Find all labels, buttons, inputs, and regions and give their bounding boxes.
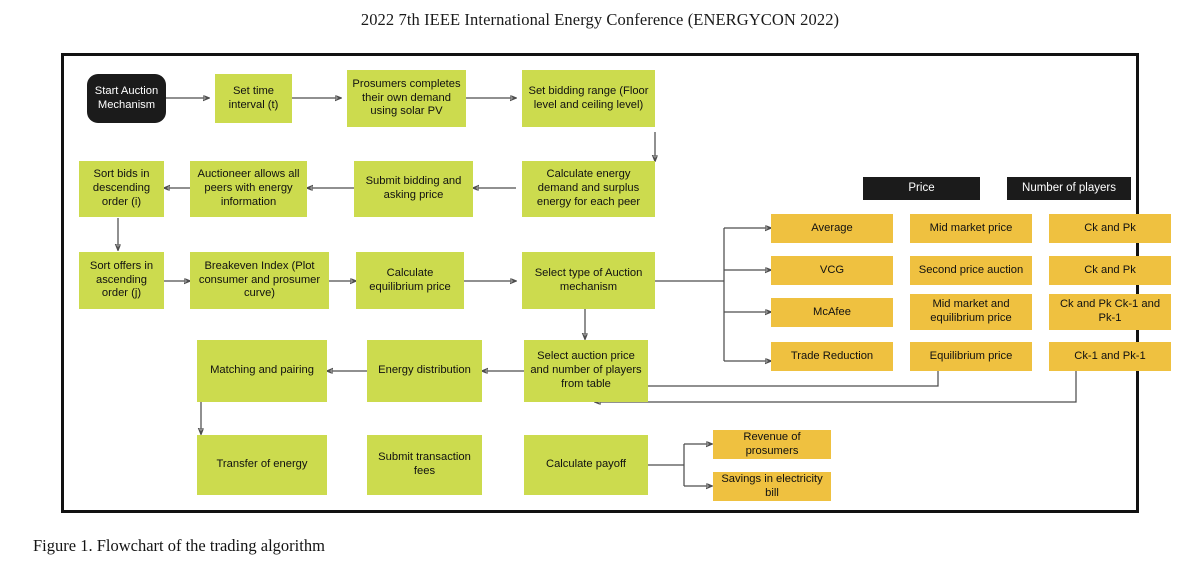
table-cell-price-2[interactable]: Mid market and equilibrium price: [910, 294, 1032, 330]
table-cell-label: Mid market and equilibrium price: [930, 298, 1012, 324]
node-sort-offers-ascending[interactable]: Sort offers in ascending order (j): [79, 252, 164, 309]
table-cell-price-1[interactable]: Second price auction: [910, 256, 1032, 285]
node-label: Submit transaction fees: [378, 451, 471, 477]
node-energy-distribution[interactable]: Energy distribution: [367, 340, 482, 402]
node-label: Auctioneer allows all peers with energy …: [197, 168, 300, 208]
table-cell-label: Ck-1 and Pk-1: [1074, 349, 1146, 362]
table-cell-players-0[interactable]: Ck and Pk: [1049, 214, 1171, 243]
node-label: Revenue of prosumers: [743, 430, 801, 457]
node-prosumers-complete-demand[interactable]: Prosumers completes their own demand usi…: [347, 70, 466, 127]
node-sort-bids-descending[interactable]: Sort bids in descending order (i): [79, 161, 164, 217]
node-savings-in-electricity-bill[interactable]: Savings in electricity bill: [713, 472, 831, 501]
table-cell-price-0[interactable]: Mid market price: [910, 214, 1032, 243]
table-cell-mechanism-3[interactable]: Trade Reduction: [771, 342, 893, 371]
node-label: Energy distribution: [378, 364, 471, 377]
node-label: Breakeven Index (Plot consumer and prosu…: [198, 259, 321, 300]
node-label: Set time interval (t): [228, 84, 279, 111]
node-set-time-interval[interactable]: Set time interval (t): [215, 74, 292, 123]
table-header-number-of-players: Number of players: [1007, 177, 1131, 200]
node-label: Savings in electricity bill: [721, 472, 823, 499]
node-label: Set bidding range (Floor level and ceili…: [528, 84, 649, 111]
table-header-label: Price: [908, 182, 935, 195]
node-label: Calculate equilibrium price: [369, 266, 451, 293]
node-label: Select type of Auction mechanism: [534, 266, 643, 293]
node-calculate-energy-demand[interactable]: Calculate energy demand and surplus ener…: [522, 161, 655, 217]
node-breakeven-index[interactable]: Breakeven Index (Plot consumer and prosu…: [190, 252, 329, 309]
node-select-auction-price[interactable]: Select auction price and number of playe…: [524, 340, 648, 402]
table-cell-players-1[interactable]: Ck and Pk: [1049, 256, 1171, 285]
node-revenue-of-prosumers[interactable]: Revenue of prosumers: [713, 430, 831, 459]
table-cell-label: VCG: [819, 263, 845, 276]
table-cell-label: Ck and Pk: [1084, 263, 1136, 276]
table-cell-label: Ck and Pk Ck-1 and Pk-1: [1059, 298, 1161, 324]
node-select-auction-type[interactable]: Select type of Auction mechanism: [522, 252, 655, 309]
node-set-bidding-range[interactable]: Set bidding range (Floor level and ceili…: [522, 70, 655, 127]
figure-caption: Figure 1. Flowchart of the trading algor…: [33, 536, 325, 555]
node-label: Start Auction Mechanism: [94, 84, 159, 111]
node-label: Sort bids in descending order (i): [92, 168, 151, 208]
node-label: Calculate energy demand and surplus ener…: [536, 168, 641, 208]
table-cell-price-3[interactable]: Equilibrium price: [910, 342, 1032, 371]
table-cell-label: Average: [811, 221, 853, 234]
node-submit-transaction-fees[interactable]: Submit transaction fees: [367, 435, 482, 495]
node-calculate-payoff[interactable]: Calculate payoff: [524, 435, 648, 495]
table-cell-mechanism-2[interactable]: McAfee: [771, 298, 893, 327]
table-header-label: Number of players: [1022, 182, 1116, 195]
node-start-auction-mechanism[interactable]: Start Auction Mechanism: [87, 74, 166, 123]
node-label: Transfer of energy: [216, 458, 308, 471]
figure-frame: Start Auction Mechanism Set time interva…: [61, 53, 1171, 513]
node-submit-bidding-asking-price[interactable]: Submit bidding and asking price: [354, 161, 473, 217]
node-matching-and-pairing[interactable]: Matching and pairing: [197, 340, 327, 402]
table-cell-players-2[interactable]: Ck and Pk Ck-1 and Pk-1: [1049, 294, 1171, 330]
table-cell-label: Mid market price: [929, 221, 1013, 234]
table-cell-label: McAfee: [813, 305, 851, 318]
table-cell-label: Trade Reduction: [790, 349, 874, 362]
node-transfer-of-energy[interactable]: Transfer of energy: [197, 435, 327, 495]
conference-running-head: 2022 7th IEEE International Energy Confe…: [360, 10, 840, 29]
node-label: Submit bidding and asking price: [365, 175, 462, 201]
node-label: Select auction price and number of playe…: [530, 350, 642, 390]
table-header-price: Price: [863, 177, 980, 200]
node-label: Calculate payoff: [545, 458, 627, 471]
node-auctioneer-allows-peers[interactable]: Auctioneer allows all peers with energy …: [190, 161, 307, 217]
node-calculate-equilibrium-price[interactable]: Calculate equilibrium price: [356, 252, 464, 309]
table-cell-mechanism-1[interactable]: VCG: [771, 256, 893, 285]
table-cell-players-3[interactable]: Ck-1 and Pk-1: [1049, 342, 1171, 371]
table-cell-label: Ck and Pk: [1084, 221, 1136, 234]
table-cell-mechanism-0[interactable]: Average: [771, 214, 893, 243]
table-cell-label: Equilibrium price: [929, 349, 1013, 362]
node-label: Prosumers completes their own demand usi…: [352, 77, 461, 118]
table-cell-label: Second price auction: [918, 263, 1024, 276]
node-label: Sort offers in ascending order (j): [89, 259, 154, 300]
node-label: Matching and pairing: [210, 364, 314, 377]
flowchart-canvas: Start Auction Mechanism Set time interva…: [64, 56, 1171, 510]
